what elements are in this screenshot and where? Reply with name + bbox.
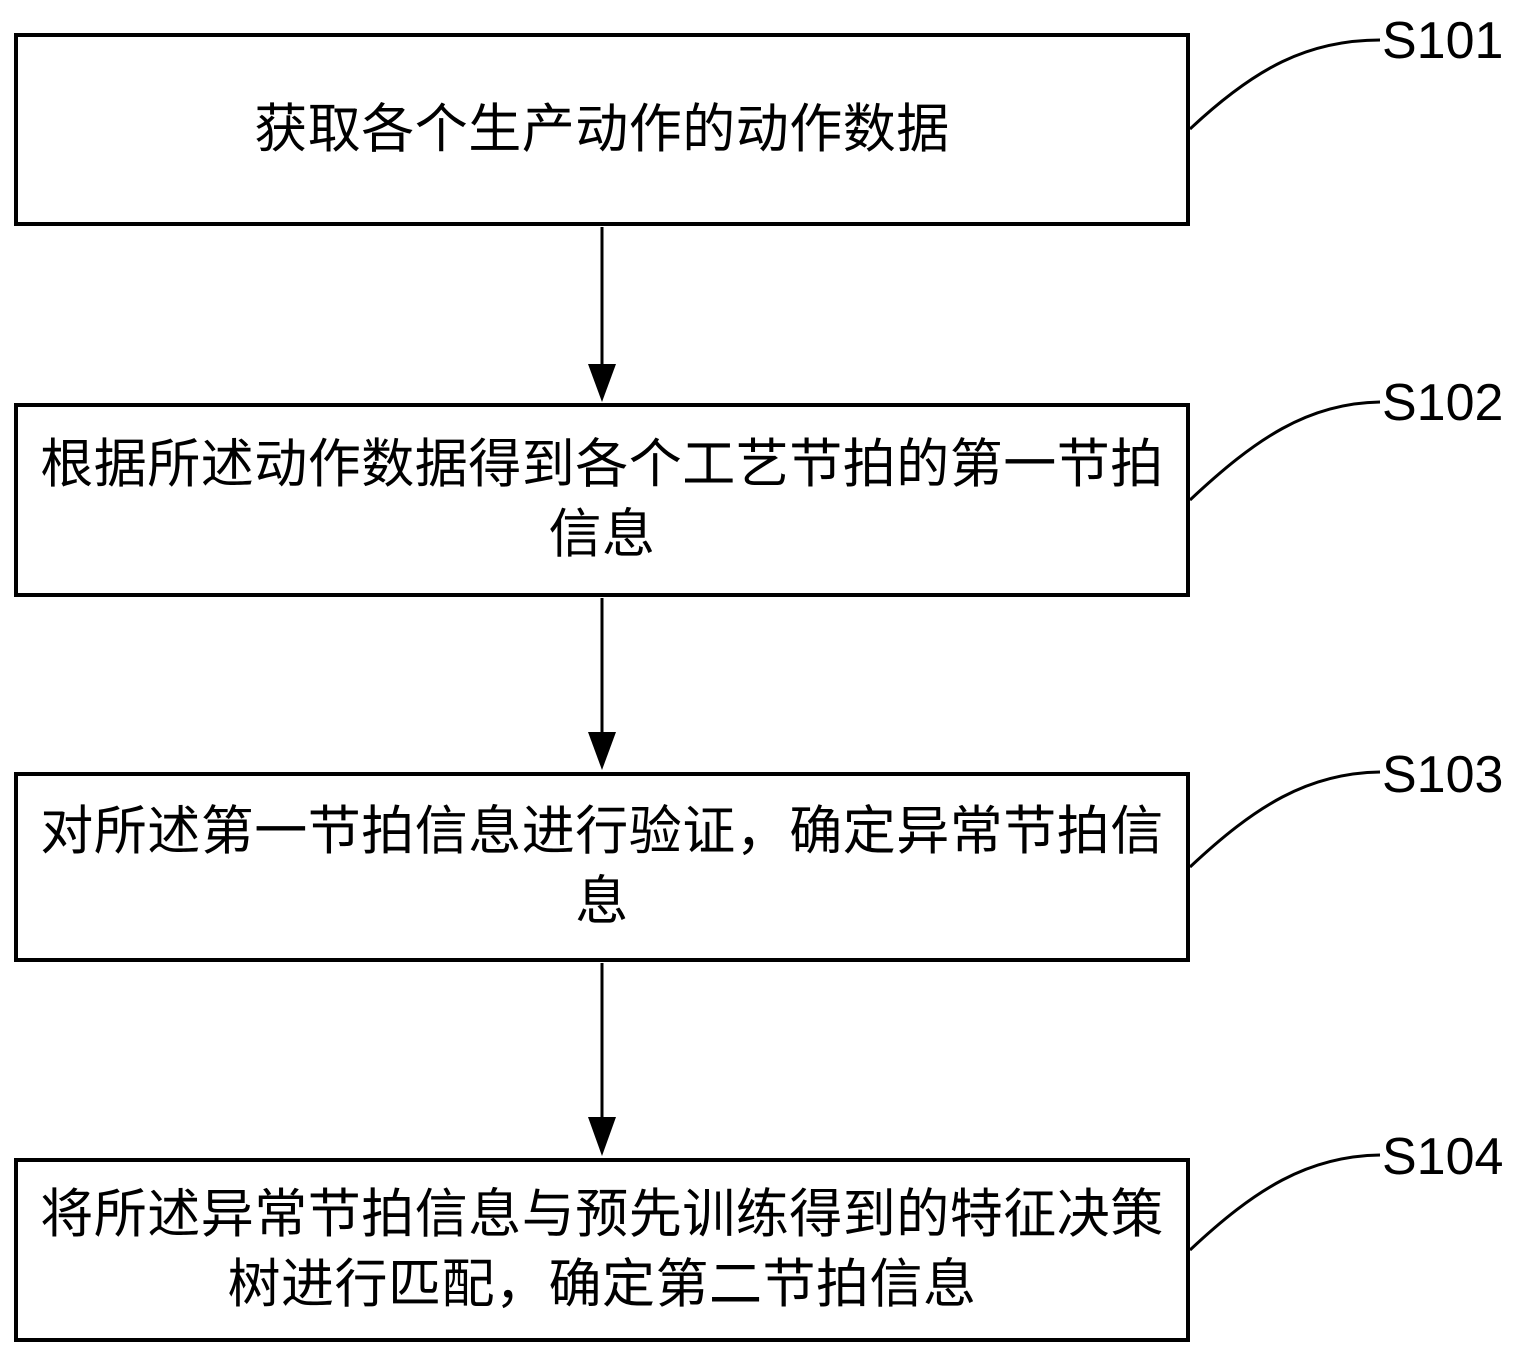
step-box-s104: 将所述异常节拍信息与预先训练得到的特征决策 树进行匹配，确定第二节拍信息 — [14, 1158, 1190, 1342]
arrow-down-icon — [588, 598, 616, 770]
step-text-line: 根据所述动作数据得到各个工艺节拍的第一节拍 — [40, 435, 1164, 494]
step-label-s102: S102 — [1382, 374, 1504, 432]
leader-line — [1188, 1153, 1381, 1252]
step-text-line: 获取各个生产动作的动作数据 — [254, 99, 950, 159]
step-text-line: 息 — [575, 872, 629, 931]
step-text-line: 将所述异常节拍信息与预先训练得到的特征决策 — [40, 1185, 1164, 1244]
step-text-line: 对所述第一节拍信息进行验证，确定异常节拍信 — [40, 802, 1164, 861]
arrow-down-icon — [588, 227, 616, 402]
step-label-s104: S104 — [1382, 1128, 1504, 1186]
step-box-s101: 获取各个生产动作的动作数据 — [14, 33, 1190, 226]
step-text-line: 信息 — [548, 505, 656, 564]
step-label-s103: S103 — [1382, 746, 1504, 804]
step-box-s102: 根据所述动作数据得到各个工艺节拍的第一节拍 信息 — [14, 403, 1190, 597]
leader-line — [1188, 770, 1381, 869]
step-box-s103: 对所述第一节拍信息进行验证，确定异常节拍信 息 — [14, 772, 1190, 962]
leader-line — [1188, 400, 1381, 502]
leader-line — [1188, 38, 1381, 131]
step-text-line: 树进行匹配，确定第二节拍信息 — [227, 1255, 977, 1314]
arrow-down-icon — [588, 963, 616, 1156]
step-label-s101: S101 — [1382, 12, 1504, 70]
